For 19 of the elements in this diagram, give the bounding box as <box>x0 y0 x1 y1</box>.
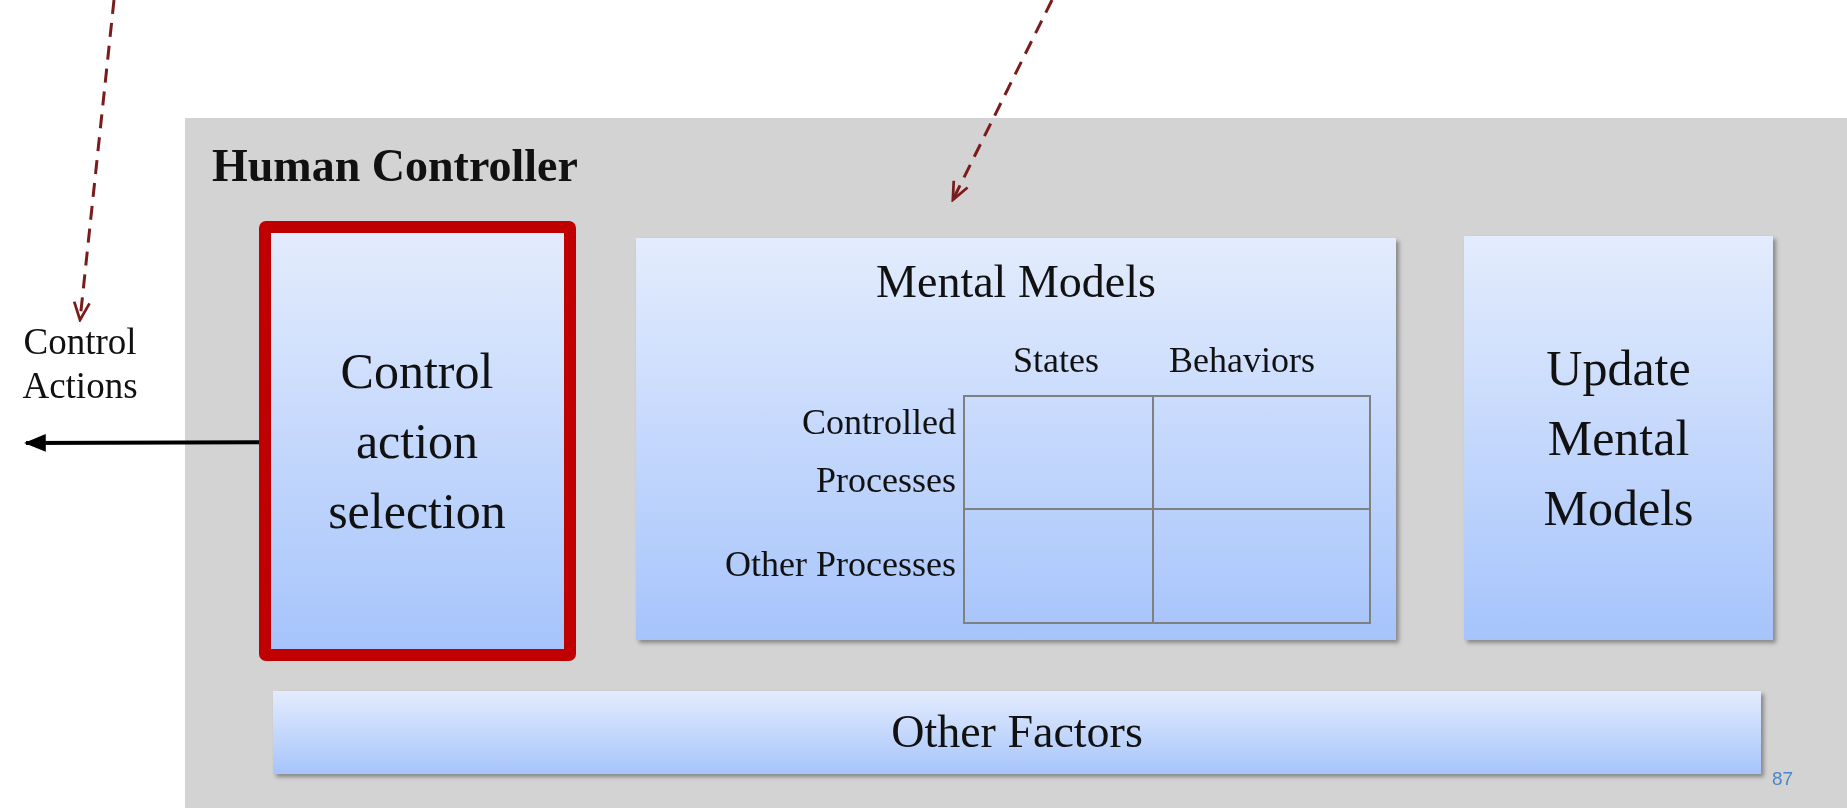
box-label: Other Factors <box>890 705 1144 760</box>
process-box <box>273 691 1761 774</box>
controller-panel <box>185 118 1847 808</box>
column-header: Behaviors <box>1169 340 1315 382</box>
page-number: 87 <box>1772 768 1794 790</box>
row-header: Controlled Processes <box>801 401 956 502</box>
box-label: Update Mental Models <box>1542 339 1695 538</box>
dashed-arrow <box>951 0 1054 202</box>
box-label: Control action selection <box>327 342 507 541</box>
process-box <box>259 221 576 661</box>
row-header: Other Processes <box>725 544 956 586</box>
process-box <box>1464 236 1773 640</box>
box-title: Mental Models <box>875 256 1157 309</box>
process-box <box>636 238 1396 640</box>
column-header: States <box>1013 340 1099 382</box>
arrow <box>23 434 259 452</box>
panel-title: Human Controller <box>212 140 578 193</box>
dashed-arrow <box>72 0 116 322</box>
edge-text: Control Actions <box>21 320 139 409</box>
